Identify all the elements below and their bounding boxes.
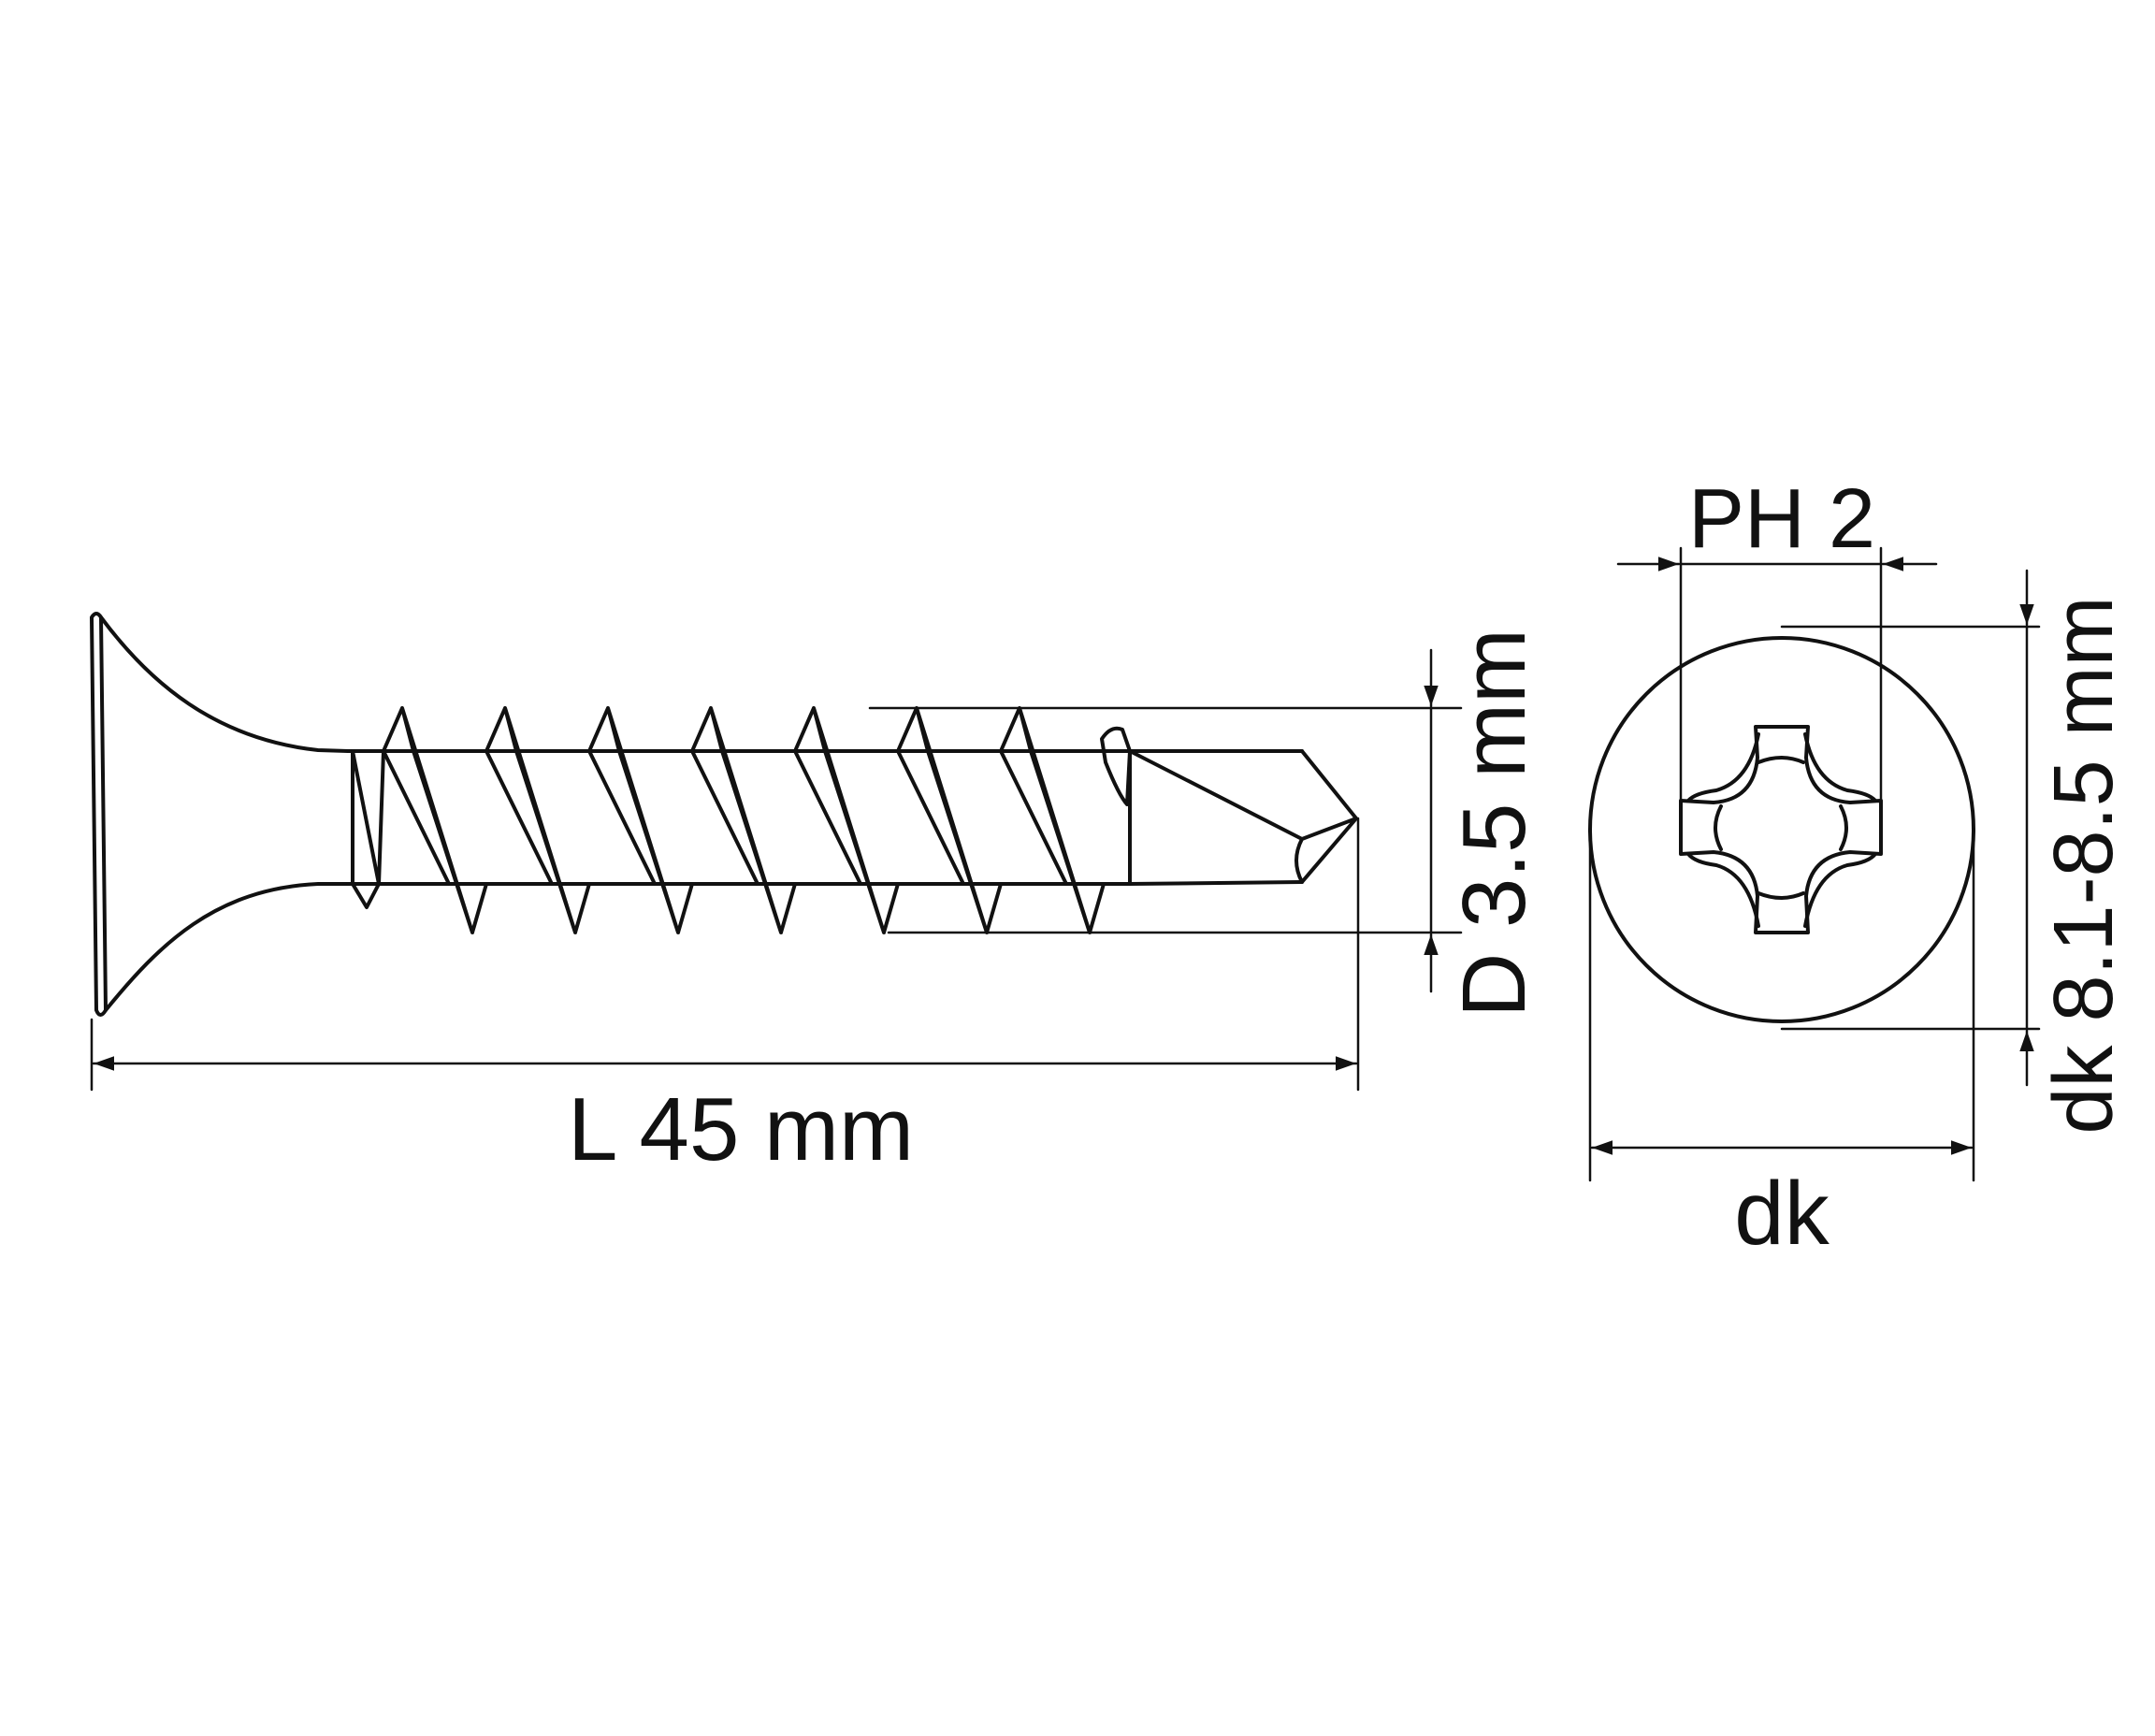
phillips-outer-outline (1679, 725, 1883, 934)
screw-threads (351, 706, 1106, 934)
screw-drill-tip (1128, 749, 1358, 886)
thread-turn (896, 706, 1003, 934)
thread-turn (485, 706, 591, 934)
length-label: L 45 mm (568, 1079, 914, 1179)
screw-head-face (90, 612, 108, 1017)
phillips-center-bottom (1757, 891, 1805, 900)
screw-side-view (90, 612, 1358, 1017)
head-diameter-symbol: dk (1734, 1164, 1830, 1264)
drive-label: PH 2 (1688, 472, 1875, 566)
thread-turn (382, 706, 488, 934)
thread-diameter-label: D 3.5 mm (1444, 629, 1544, 1018)
thread-lead-in (351, 749, 385, 886)
phillips-inner-fillet-br (1803, 852, 1877, 928)
thread-turn (690, 706, 797, 934)
side-view-dimensions (90, 648, 1463, 1092)
phillips-inner-fillet-tl (1686, 732, 1760, 803)
thread-turn (793, 706, 900, 934)
screw-head-end-view (1588, 636, 1975, 1023)
phillips-center-left (1714, 804, 1723, 851)
screw-head-lower-curve (104, 882, 350, 1012)
screw-head-upper-curve (99, 615, 350, 753)
screw-flute (1100, 726, 1132, 806)
screw-shank-bottom (346, 880, 1304, 886)
phillips-inner-fillet-bl (1686, 852, 1760, 928)
phillips-center-right (1839, 804, 1848, 851)
screw-head-circle (1588, 636, 1975, 1023)
phillips-recess (1679, 725, 1883, 934)
phillips-center-top (1757, 756, 1805, 764)
phillips-inner-fillet-tr (1803, 732, 1877, 803)
thread-turn (999, 706, 1106, 934)
screw-thread-start (351, 749, 381, 909)
head-view-dimensions (1588, 546, 2041, 1182)
thread-turn (587, 706, 694, 934)
head-diameter-range-label: dk 8.1-8.5 mm (2037, 596, 2131, 1134)
